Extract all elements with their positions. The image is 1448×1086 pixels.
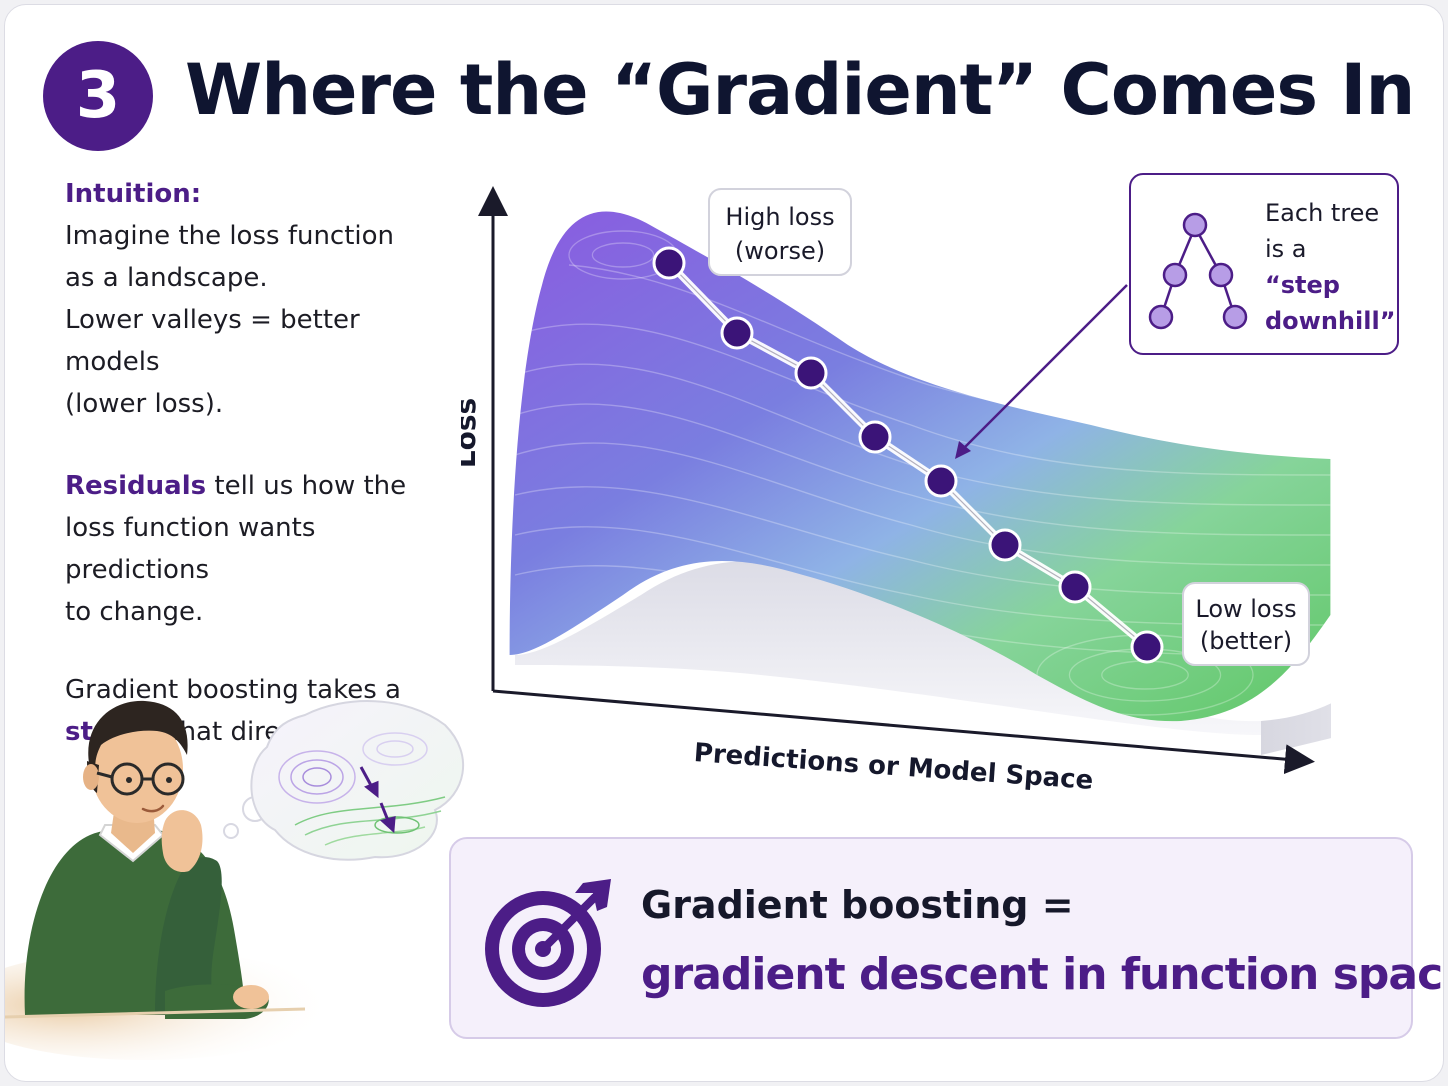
residuals-rest: tell us how the [206, 471, 407, 501]
tree-callout-line: “step [1265, 271, 1340, 299]
step-point [858, 420, 892, 454]
high-loss-text: High loss [725, 203, 834, 231]
step-point [924, 464, 958, 498]
summary-box: Gradient boosting = gradient descent in … [449, 837, 1443, 1039]
residuals-line: loss function wants predictions [65, 513, 316, 585]
step-point [1058, 570, 1092, 604]
intuition-line: Lower valleys = better models [65, 305, 360, 377]
tree-callout-line: downhill” [1265, 307, 1396, 335]
section-number: 3 [75, 59, 121, 133]
intuition-line: as a landscape. [65, 263, 268, 293]
person-thinking-illustration [5, 700, 464, 1060]
x-axis-label: Predictions or Model Space [693, 738, 1094, 796]
y-axis-label: Loss [461, 398, 482, 468]
step-point [988, 528, 1022, 562]
tree-callout-line: is a [1265, 235, 1307, 263]
step-point [652, 246, 686, 280]
x-axis [492, 689, 1315, 775]
page-title: Where the “Gradient” Comes In [185, 49, 1415, 131]
residuals-line: to change. [65, 597, 204, 627]
loss-landscape-diagram: Loss Predictions or Model Space High los… [461, 186, 1331, 796]
low-loss-text: Low loss [1195, 595, 1296, 623]
low-loss-label: Low loss (better) [1182, 582, 1310, 666]
section-number-badge: 3 [43, 41, 153, 151]
slide-card: 3 Where the “Gradient” Comes In Intuitio… [4, 4, 1444, 1082]
intuition-line: (lower loss). [65, 389, 224, 419]
high-loss-label: High loss (worse) [708, 188, 852, 276]
callout-arrow [960, 284, 1128, 452]
low-loss-subtext: (better) [1200, 627, 1292, 655]
residuals-line: Residuals tell us how the [65, 465, 455, 507]
tree-callout-line: Each tree [1265, 199, 1380, 227]
callout-arrow-head [955, 441, 971, 459]
summary-line-2: gradient descent in function space. [641, 949, 1444, 1000]
intuition-line: Imagine the loss function [65, 221, 395, 251]
tree-icon [1148, 212, 1248, 330]
step-point [1130, 630, 1164, 664]
high-loss-subtext: (worse) [735, 237, 825, 265]
intuition-text: Intuition: Imagine the loss function as … [65, 173, 455, 753]
boosting-line: Gradient boosting takes a [65, 675, 401, 705]
target-arrow-icon [485, 879, 611, 1007]
residuals-word: Residuals [65, 471, 207, 501]
intuition-label: Intuition: [65, 179, 202, 209]
tree-callout: Each tree is a “step downhill” [1129, 173, 1399, 355]
step-point [720, 316, 754, 350]
step-point [794, 356, 828, 390]
summary-line-1: Gradient boosting = [641, 883, 1074, 927]
descent-steps [652, 246, 1164, 664]
